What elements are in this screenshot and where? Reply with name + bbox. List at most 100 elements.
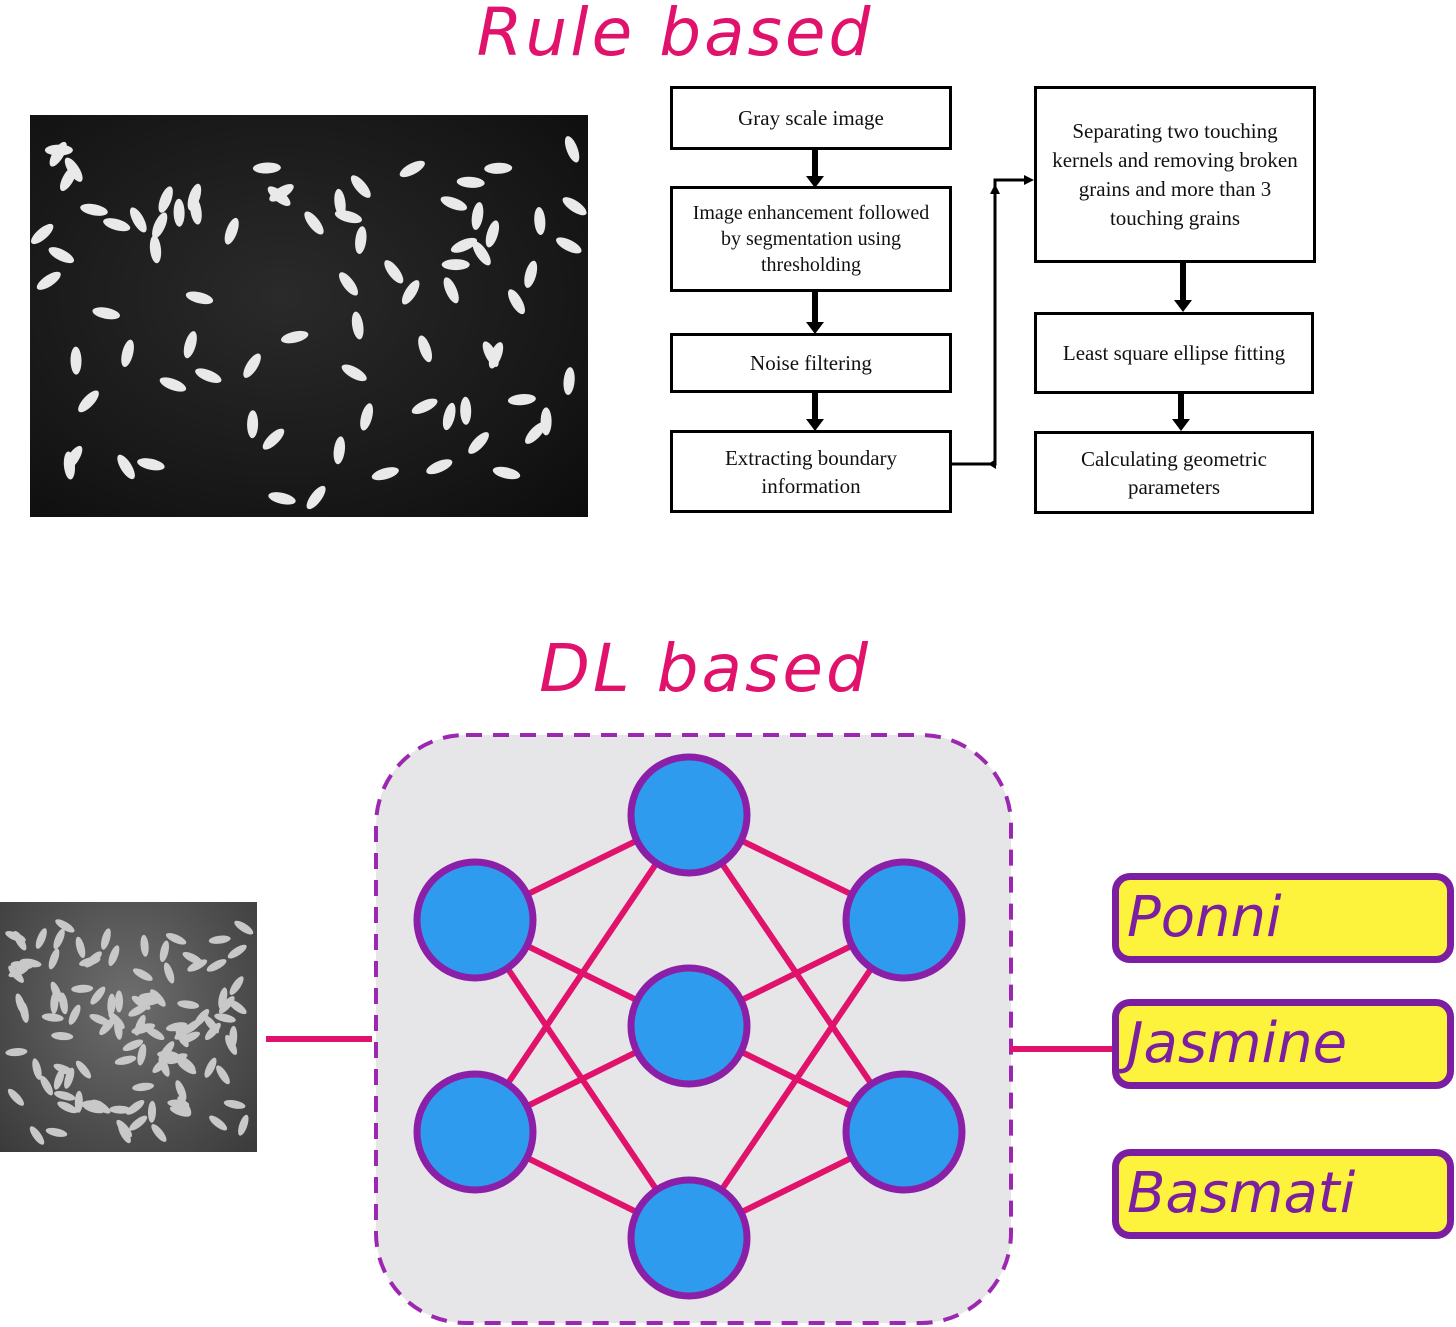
output-neuron-2 bbox=[842, 1070, 966, 1194]
rice-grain bbox=[563, 367, 575, 396]
rice-grain bbox=[169, 1106, 191, 1117]
rice-grain bbox=[229, 976, 244, 995]
rice-grain bbox=[195, 368, 222, 384]
rice-grain bbox=[159, 940, 170, 963]
rice-grain bbox=[262, 428, 285, 450]
rice-grain bbox=[55, 919, 75, 933]
rice-grain bbox=[351, 311, 364, 340]
rice-grain bbox=[83, 1103, 105, 1114]
rice-grain bbox=[488, 342, 504, 369]
rice-grain bbox=[115, 990, 123, 1013]
rice-grain bbox=[79, 956, 101, 967]
flow-step-separating-kernels: Separating two touching kernels and remo… bbox=[1034, 86, 1316, 263]
rice-grain bbox=[209, 1115, 228, 1131]
hidden-neuron-2 bbox=[627, 964, 751, 1088]
rice-grain bbox=[75, 936, 86, 959]
rice-grain bbox=[44, 144, 73, 156]
rice-grain bbox=[524, 260, 538, 288]
rice-grain bbox=[36, 271, 61, 290]
flow-step-enhancement-segmentation: Image enhancement followed by segmentati… bbox=[670, 186, 952, 292]
rice-grain bbox=[173, 198, 185, 227]
rice-grain bbox=[163, 962, 175, 984]
rice-grain bbox=[157, 1050, 180, 1059]
class-label-ponni: Ponni bbox=[1112, 873, 1454, 963]
rice-grain bbox=[177, 1060, 197, 1075]
rice-grain bbox=[442, 402, 456, 431]
rice-grain bbox=[214, 1013, 236, 1023]
rice-grain bbox=[48, 948, 60, 970]
rice-grain bbox=[51, 1032, 74, 1041]
hidden-neuron-1 bbox=[627, 753, 751, 877]
rice-grain bbox=[91, 1099, 111, 1114]
rice-grain bbox=[304, 211, 324, 235]
class-label-jasmine: Jasmine bbox=[1112, 999, 1454, 1089]
rice-grain bbox=[165, 933, 187, 945]
rice-grain bbox=[334, 210, 362, 224]
rice-grain bbox=[137, 458, 165, 471]
rice-grain bbox=[117, 454, 135, 480]
rice-grain bbox=[159, 377, 187, 392]
rice-grain bbox=[41, 1013, 64, 1022]
rice-grain bbox=[108, 945, 120, 966]
flow-step-geometric-parameters: Calculating geometric parameters bbox=[1034, 431, 1314, 514]
rice-grain bbox=[158, 1056, 170, 1077]
rice-grain bbox=[75, 1060, 92, 1079]
rice-grain bbox=[35, 928, 47, 949]
rice-grain bbox=[562, 197, 587, 216]
rice-grain bbox=[103, 218, 131, 232]
rice-grain bbox=[48, 247, 75, 264]
rice-grain bbox=[203, 1015, 219, 1034]
rice-grain bbox=[59, 992, 68, 1015]
rice-grain bbox=[484, 162, 513, 174]
rice-grain bbox=[151, 1124, 167, 1142]
rice-grain bbox=[440, 196, 468, 211]
flow-step-boundary-extraction: Extracting boundary information bbox=[670, 430, 952, 513]
rice-grain bbox=[492, 466, 521, 480]
rice-grain bbox=[355, 226, 367, 255]
rice-grain bbox=[443, 277, 459, 304]
rice-grain bbox=[485, 220, 500, 248]
rice-grain bbox=[45, 1127, 68, 1137]
rice-grain bbox=[267, 186, 291, 206]
rice-grain bbox=[399, 160, 425, 178]
rice-grain bbox=[74, 1090, 83, 1113]
rice-grain bbox=[166, 1053, 188, 1065]
flow-step-ellipse-fitting: Least square ellipse fitting bbox=[1034, 312, 1314, 394]
rice-grain bbox=[70, 346, 82, 375]
network-connection bbox=[472, 813, 692, 1134]
rice-grain bbox=[224, 217, 239, 245]
rice-grain bbox=[182, 951, 203, 965]
rice-grain bbox=[556, 237, 582, 254]
rice-grain bbox=[471, 202, 484, 230]
rice-grain bbox=[534, 207, 546, 235]
flow-step-noise-filtering: Noise filtering bbox=[670, 333, 952, 393]
rice-grain bbox=[158, 186, 173, 213]
flow-step-grayscale: Gray scale image bbox=[670, 86, 952, 150]
rice-grain bbox=[472, 241, 491, 266]
rice-grain bbox=[564, 136, 580, 163]
rice-grain bbox=[5, 1048, 28, 1057]
rice-grain bbox=[145, 1026, 165, 1041]
rice-grain bbox=[89, 1013, 110, 1026]
class-label-basmati: Basmati bbox=[1112, 1149, 1454, 1239]
rice-grain bbox=[384, 260, 404, 284]
flowchart-arrows bbox=[806, 150, 1192, 469]
rice-grain bbox=[468, 432, 489, 454]
rice-grain bbox=[108, 1012, 125, 1029]
input-neuron-2 bbox=[413, 1070, 537, 1194]
rice-grain bbox=[460, 396, 472, 425]
rice-grain bbox=[107, 993, 116, 1016]
rice-grain bbox=[150, 989, 166, 1007]
rice-grain bbox=[40, 1075, 53, 1096]
rice-grain bbox=[53, 928, 65, 950]
rice-grain bbox=[80, 203, 108, 216]
rice-grain bbox=[101, 928, 111, 950]
rice-grain bbox=[243, 353, 261, 378]
rice-grain bbox=[114, 1055, 137, 1065]
rice-grain bbox=[92, 307, 120, 320]
rice-grain bbox=[360, 403, 374, 431]
rice-grain bbox=[71, 984, 94, 993]
input-neuron-1 bbox=[413, 858, 537, 982]
rice-grain bbox=[185, 291, 214, 305]
rice-grains-photo-dark bbox=[30, 115, 588, 517]
